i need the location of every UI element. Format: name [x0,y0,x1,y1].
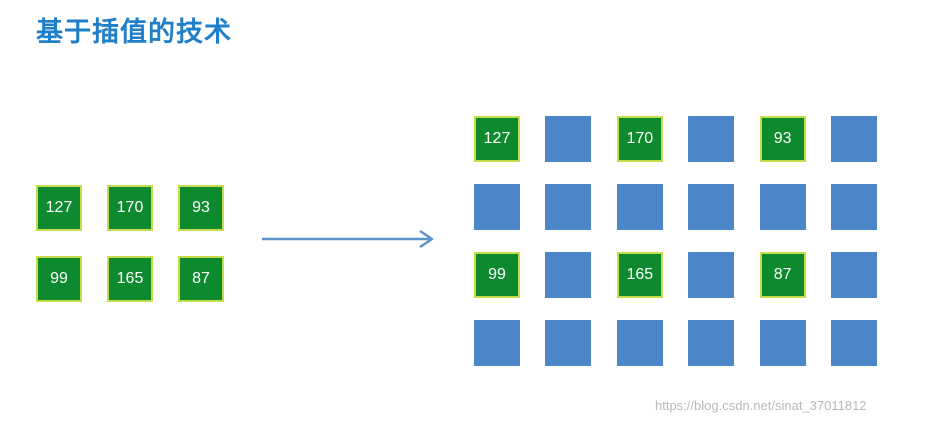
target_grid-cell: 93 [759,116,806,162]
target_grid-cell [831,252,877,298]
target_grid-cell [688,116,735,162]
target_grid-cell [831,116,877,162]
target_grid-cell [831,184,877,230]
source_grid-cell: 87 [178,256,224,302]
target_grid-cell [759,184,806,230]
target_grid-cell [545,320,592,366]
source_grid-cell: 99 [36,256,82,302]
target_grid-cell [545,252,592,298]
target_grid-cell [616,320,663,366]
target_grid-cell: 99 [474,252,520,298]
source_grid-cell: 127 [36,185,82,231]
page-title: 基于插值的技术 [36,17,232,48]
target_grid-cell [474,184,520,230]
target_grid-cell [759,320,806,366]
target_grid-cell [616,184,663,230]
target_grid-cell: 127 [474,116,520,162]
target_grid-cell: 87 [759,252,806,298]
target_grid-cell [474,320,520,366]
target_grid-cell [688,184,735,230]
target_grid-cell [688,320,735,366]
target_grid-cell [831,320,877,366]
source_grid-cell: 170 [107,185,153,231]
source_grid-cell: 93 [178,185,224,231]
target_grid-cell: 170 [616,116,663,162]
target_grid-cell [688,252,735,298]
target_grid-cell [545,184,592,230]
target_grid-cell [545,116,592,162]
target_grid-cell: 165 [616,252,663,298]
source_grid-cell: 165 [107,256,153,302]
arrow-icon [262,229,434,249]
watermark: https://blog.csdn.net/sinat_37011812 [655,398,867,413]
